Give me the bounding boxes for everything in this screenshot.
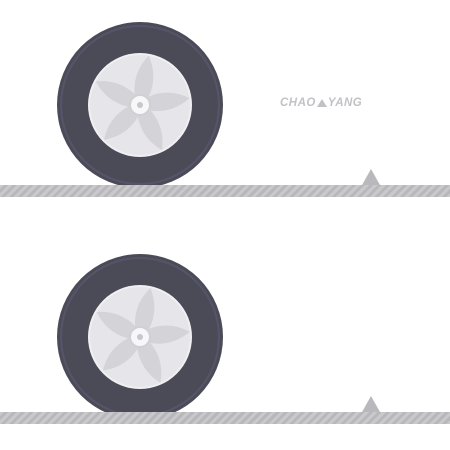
road-bump-icon — [362, 169, 380, 185]
brand-logo-left-text: CHAO — [280, 97, 316, 109]
scene-bottom — [0, 225, 450, 450]
brand-triangle-icon — [316, 99, 327, 107]
road-strip — [0, 185, 450, 197]
road-bump-icon — [362, 396, 380, 412]
road-strip — [0, 412, 450, 424]
brand-logo-right-text: YANG — [327, 97, 363, 109]
scene-top: CHAO YANG — [0, 22, 450, 197]
brand-logo: CHAO YANG — [280, 96, 415, 110]
tire-wheel-icon — [57, 22, 223, 188]
tire-wheel-icon — [57, 254, 223, 420]
